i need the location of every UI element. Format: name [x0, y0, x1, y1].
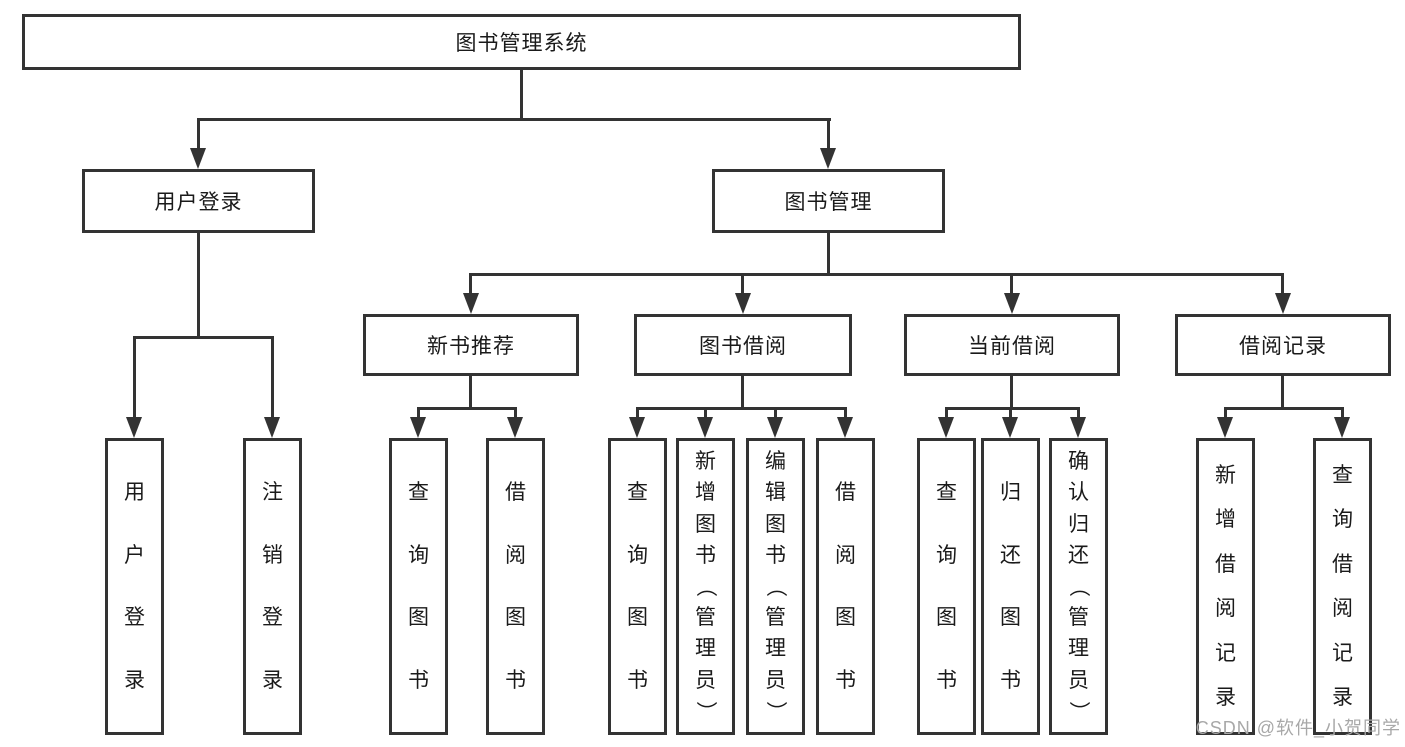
arrow-stem: [1009, 410, 1012, 419]
arrow-stem: [1077, 410, 1080, 419]
arrowhead-icon: [629, 417, 645, 438]
arrow-stem: [1341, 410, 1344, 419]
arrowhead-icon: [1334, 417, 1350, 438]
arrowhead-icon: [1070, 417, 1086, 438]
leaf-confirm-return-admin-label: 确认归还（管理员）: [1067, 450, 1090, 722]
arrow-stem: [774, 410, 777, 419]
connector-line: [520, 69, 523, 121]
node-current-borrow-label: 当前借阅: [968, 335, 1056, 358]
arrow-stem: [133, 339, 136, 419]
node-book-management: 图书管理: [712, 169, 945, 233]
arrow-stem: [1010, 276, 1013, 295]
arrow-stem: [469, 276, 472, 295]
leaf-return-book-label: 归还图书: [1000, 481, 1021, 692]
connector-line: [827, 233, 830, 276]
arrow-stem: [514, 410, 517, 419]
connector-line: [945, 407, 1080, 410]
leaf-add-borrow-record: 新增借阅记录: [1196, 438, 1255, 735]
node-current-borrow: 当前借阅: [904, 314, 1120, 376]
leaf-borrow-query-book-label: 查询图书: [627, 481, 648, 692]
leaf-add-borrow-record-label: 新增借阅记录: [1215, 463, 1236, 710]
arrow-stem: [704, 410, 707, 419]
arrow-stem: [197, 118, 200, 151]
arrowhead-icon: [1217, 417, 1233, 438]
leaf-borrow-book-label: 借阅图书: [835, 481, 856, 692]
leaf-recommend-query-book-label: 查询图书: [408, 481, 429, 692]
node-book-borrow: 图书借阅: [634, 314, 852, 376]
leaf-confirm-return-admin: 确认归还（管理员）: [1049, 438, 1108, 735]
leaf-logout-label: 注销登录: [262, 481, 283, 692]
arrowhead-icon: [507, 417, 523, 438]
node-root-label: 图书管理系统: [455, 32, 588, 55]
arrowhead-icon: [820, 148, 836, 169]
arrowhead-icon: [1004, 293, 1020, 314]
arrowhead-icon: [767, 417, 783, 438]
leaf-recommend-query-book: 查询图书: [389, 438, 448, 735]
arrowhead-icon: [1275, 293, 1291, 314]
connector-line: [417, 407, 517, 410]
connector-line: [1281, 376, 1284, 410]
connector-line: [197, 118, 831, 121]
arrowhead-icon: [735, 293, 751, 314]
arrow-stem: [1224, 410, 1227, 419]
arrow-stem: [741, 276, 744, 295]
arrowhead-icon: [1002, 417, 1018, 438]
leaf-edit-book-admin: 编辑图书（管理员）: [746, 438, 805, 735]
connector-line: [197, 233, 200, 339]
leaf-query-borrow-record: 查询借阅记录: [1313, 438, 1372, 735]
node-root: 图书管理系统: [22, 14, 1021, 70]
leaf-query-borrow-record-label: 查询借阅记录: [1332, 463, 1353, 710]
node-new-book-recommend-label: 新书推荐: [427, 335, 515, 358]
arrow-stem: [417, 410, 420, 419]
connector-line: [636, 407, 847, 410]
arrowhead-icon: [697, 417, 713, 438]
arrowhead-icon: [463, 293, 479, 314]
leaf-add-book-admin-label: 新增图书（管理员）: [694, 450, 717, 722]
connector-line: [1010, 376, 1013, 410]
connector-line: [133, 336, 274, 339]
arrowhead-icon: [938, 417, 954, 438]
leaf-user-login-label: 用户登录: [124, 481, 145, 692]
arrow-stem: [636, 410, 639, 419]
connector-line: [469, 273, 1284, 276]
arrow-stem: [271, 339, 274, 419]
leaf-current-query-book: 查询图书: [917, 438, 976, 735]
node-borrow-record: 借阅记录: [1175, 314, 1391, 376]
leaf-add-book-admin: 新增图书（管理员）: [676, 438, 735, 735]
arrowhead-icon: [264, 417, 280, 438]
watermark: CSDN @软件_小贺同学: [1195, 718, 1401, 738]
node-borrow-record-label: 借阅记录: [1239, 335, 1327, 358]
leaf-edit-book-admin-label: 编辑图书（管理员）: [764, 450, 787, 722]
node-book-management-label: 图书管理: [784, 191, 873, 214]
arrowhead-icon: [126, 417, 142, 438]
node-new-book-recommend: 新书推荐: [363, 314, 579, 376]
arrowhead-icon: [410, 417, 426, 438]
node-user-login-label: 用户登录: [154, 191, 243, 214]
arrowhead-icon: [837, 417, 853, 438]
leaf-logout: 注销登录: [243, 438, 302, 735]
arrow-stem: [1281, 276, 1284, 295]
node-book-borrow-label: 图书借阅: [699, 335, 787, 358]
leaf-current-query-book-label: 查询图书: [936, 481, 957, 692]
leaf-return-book: 归还图书: [981, 438, 1040, 735]
leaf-borrow-query-book: 查询图书: [608, 438, 667, 735]
leaf-recommend-borrow-book: 借阅图书: [486, 438, 545, 735]
arrow-stem: [945, 410, 948, 419]
connector-line: [741, 376, 744, 410]
connector-line: [469, 376, 472, 410]
arrow-stem: [844, 410, 847, 419]
arrow-stem: [827, 118, 830, 151]
leaf-borrow-book: 借阅图书: [816, 438, 875, 735]
leaf-user-login: 用户登录: [105, 438, 164, 735]
leaf-recommend-borrow-book-label: 借阅图书: [505, 481, 526, 692]
arrowhead-icon: [190, 148, 206, 169]
node-user-login: 用户登录: [82, 169, 315, 233]
connector-line: [1224, 407, 1344, 410]
